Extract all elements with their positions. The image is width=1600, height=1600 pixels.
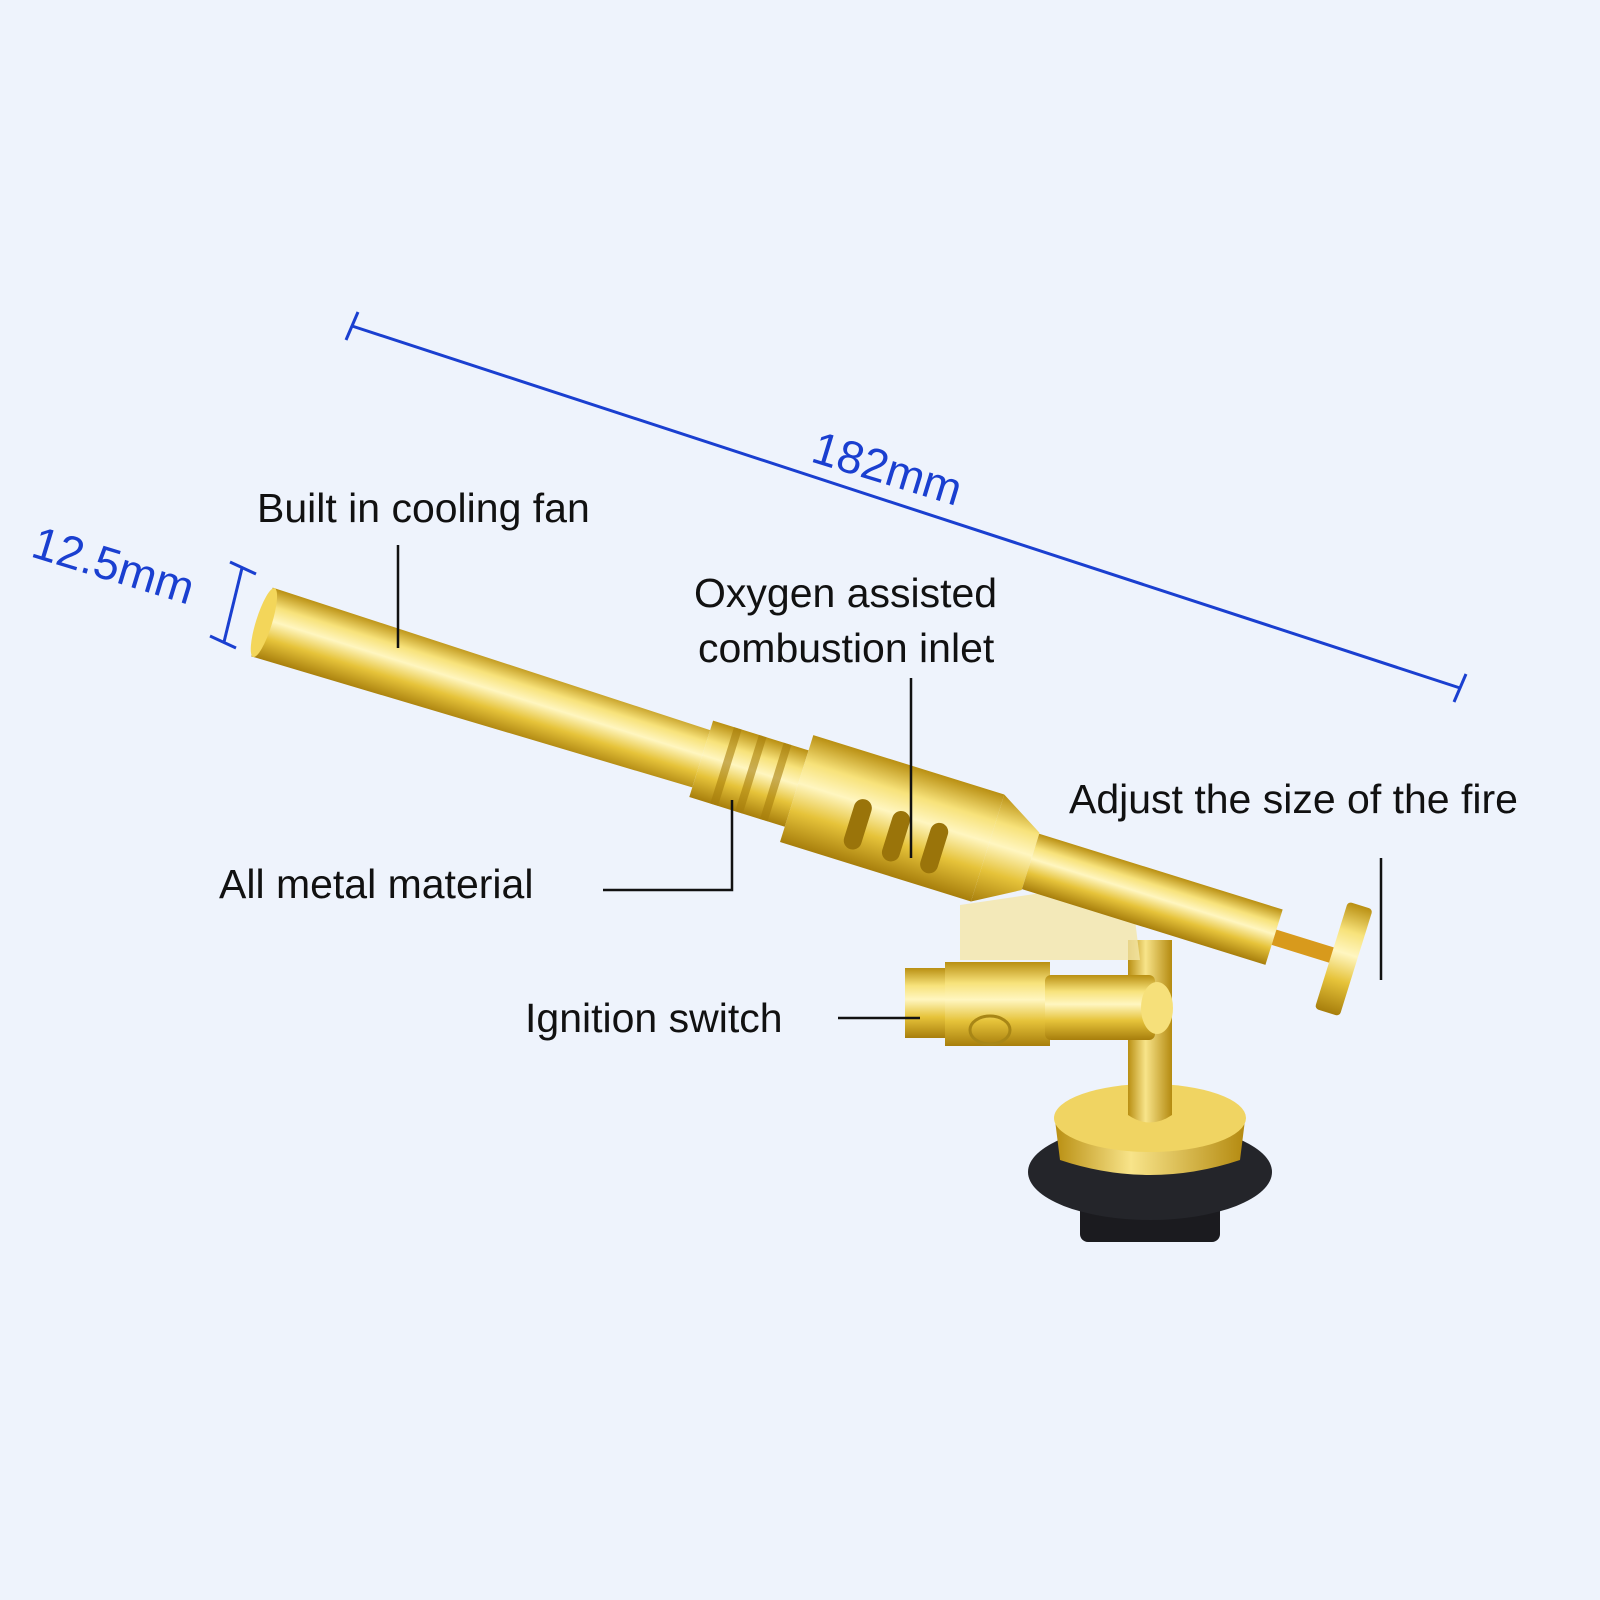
label-fire-adjust: Adjust the size of the fire (1069, 776, 1518, 822)
label-cooling-fan: Built in cooling fan (257, 485, 590, 531)
leader-lines (396, 545, 1383, 1020)
gas-connector-base (1028, 940, 1272, 1242)
length-dimension-line (344, 311, 1468, 703)
label-oxygen-inlet-line1: Oxygen assisted (694, 570, 998, 616)
torch-tube (250, 587, 1372, 1016)
label-all-metal: All metal material (219, 861, 534, 907)
diameter-dimension-bracket (209, 560, 257, 650)
label-oxygen-inlet-line2: combustion inlet (698, 625, 995, 671)
label-ignition-switch: Ignition switch (525, 995, 783, 1041)
